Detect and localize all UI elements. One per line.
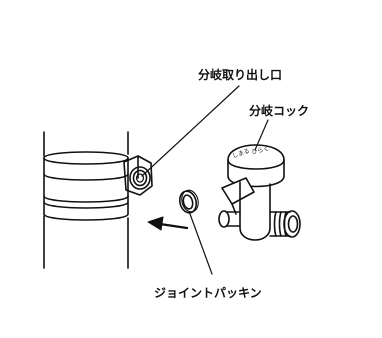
label-branch-cock: 分岐コック xyxy=(249,103,309,118)
label-joint-packing: ジョイントパッキン xyxy=(154,286,262,300)
direction-arrow xyxy=(147,216,189,231)
leader-lines xyxy=(141,85,269,275)
branch-cock: しまる ひらく xyxy=(218,144,301,241)
faucet-pipe xyxy=(43,131,129,269)
branch-outlet-nut xyxy=(123,155,153,196)
pipe-collar xyxy=(43,151,129,221)
knob-mark-open: ひらく xyxy=(251,145,270,156)
label-branch-outlet: 分岐取り出し口 xyxy=(198,67,282,82)
joint-packing-washer xyxy=(178,189,199,214)
